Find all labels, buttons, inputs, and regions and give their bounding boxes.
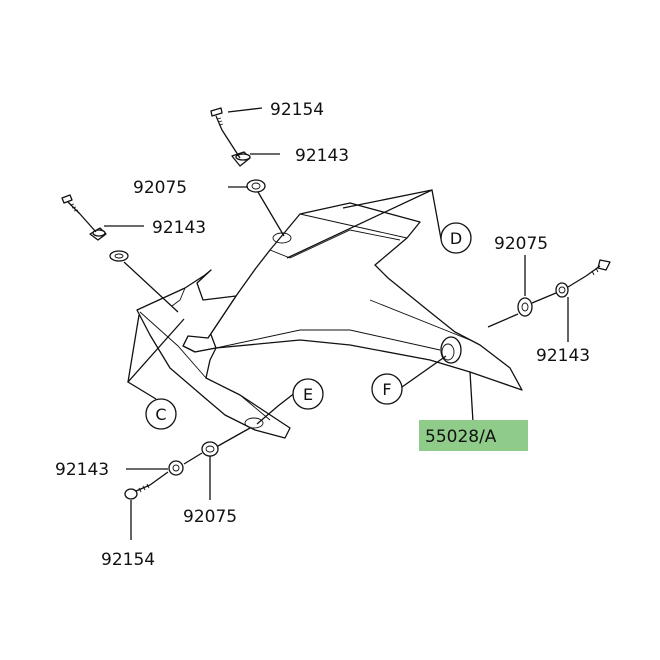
collar-icon xyxy=(231,151,251,167)
callout-f: F xyxy=(371,373,403,405)
lower-cowl-part xyxy=(136,202,523,439)
part-label-grommet-top[interactable]: 92075 xyxy=(133,178,187,198)
part-label-collar-bottom[interactable]: 92143 xyxy=(55,460,109,480)
svg-text:C: C xyxy=(155,405,166,424)
part-label-main[interactable]: 55028/A xyxy=(425,427,497,447)
collar-icon xyxy=(555,282,569,298)
part-label-collar-left[interactable]: 92143 xyxy=(152,218,206,238)
grommet-icon xyxy=(517,297,533,317)
bolt-icon xyxy=(124,483,151,500)
callout-d: D xyxy=(440,222,472,254)
svg-text:D: D xyxy=(450,229,462,248)
grommet-icon xyxy=(246,179,266,193)
svg-text:E: E xyxy=(303,385,313,404)
bolt-icon xyxy=(61,194,81,215)
grommet-icon xyxy=(109,250,129,262)
svg-text:F: F xyxy=(382,380,391,399)
collar-icon xyxy=(168,460,184,476)
part-label-collar-right[interactable]: 92143 xyxy=(536,346,590,366)
callout-e: E xyxy=(292,378,324,410)
bolt-icon xyxy=(210,107,224,131)
part-label-collar-top[interactable]: 92143 xyxy=(295,146,349,166)
grommet-icon xyxy=(201,441,219,457)
part-label-bolt-top[interactable]: 92154 xyxy=(270,100,324,120)
bolt-icon xyxy=(585,259,611,277)
main-part-highlight xyxy=(419,420,528,451)
part-label-grommet-right[interactable]: 92075 xyxy=(494,234,548,254)
part-label-bolt-bottom[interactable]: 92154 xyxy=(101,550,155,570)
callout-c: C xyxy=(145,398,177,430)
callout-leaders xyxy=(126,189,474,425)
collar-icon xyxy=(89,227,107,241)
part-label-grommet-bottom[interactable]: 92075 xyxy=(183,507,237,527)
